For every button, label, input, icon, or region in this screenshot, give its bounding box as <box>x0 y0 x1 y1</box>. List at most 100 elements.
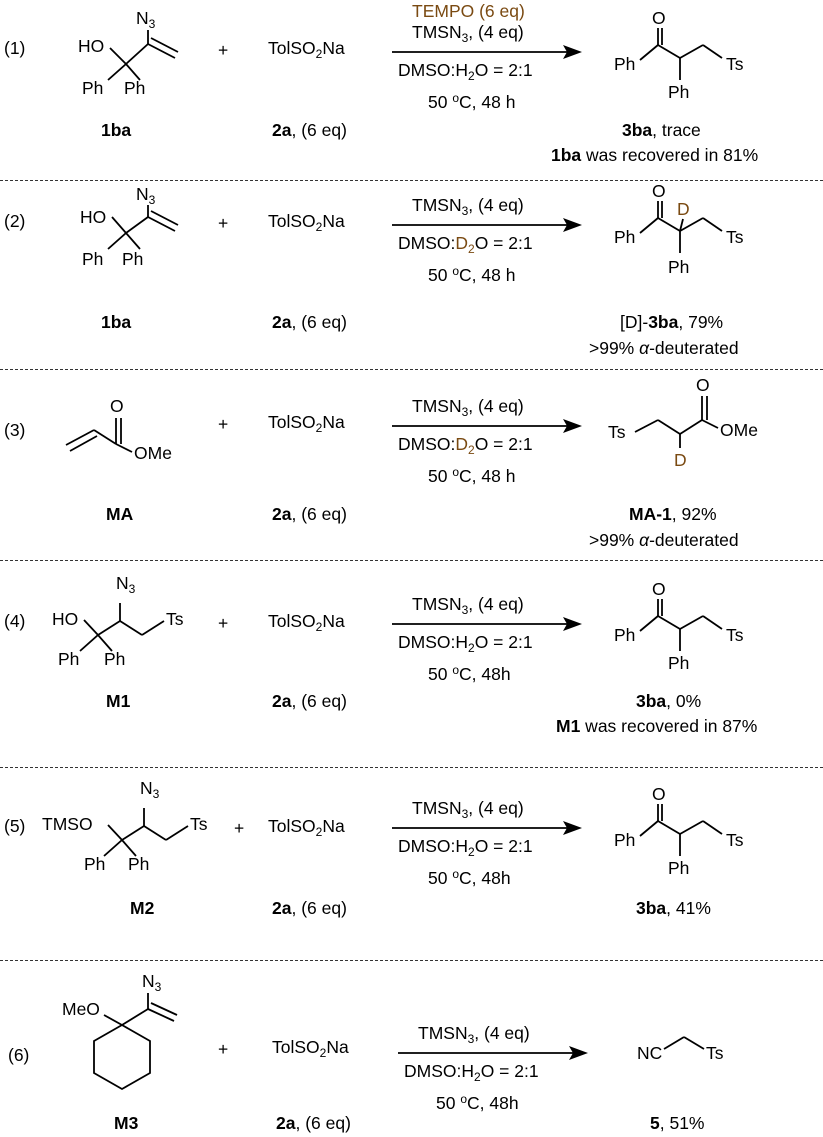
atom-Ph: Ph <box>58 649 80 669</box>
reagent-tmsn3: TMSN3, (4 eq) <box>412 396 524 419</box>
atom-Ph: Ph <box>128 854 150 874</box>
reagent-tmsn3: TMSN3, (4 eq) <box>412 798 524 821</box>
reaction-3: (3) O OMe MA + TolSO2Na 2a, (6 eq) TMSN3… <box>0 372 823 560</box>
reagent-label: 2a, (6 eq) <box>272 312 347 332</box>
reaction-number: (6) <box>8 1045 30 1065</box>
deuteration-note: >99% α-deuterated <box>589 530 739 550</box>
conditions: 50 oC, 48 h <box>428 264 516 285</box>
solvent: DMSO:H2O = 2:1 <box>398 836 533 859</box>
atom-D: D <box>677 199 690 219</box>
reagent-label: 2a, (6 eq) <box>272 691 347 711</box>
reagent-label: 2a, (6 eq) <box>272 120 347 140</box>
solvent: DMSO:H2O = 2:1 <box>398 60 533 83</box>
atom-O: O <box>652 579 666 599</box>
product-structure-3ba <box>639 599 723 651</box>
reactant-label: 1ba <box>101 312 132 332</box>
atom-Ph: Ph <box>668 82 690 102</box>
plus-sign: + <box>234 818 245 838</box>
atom-Ts: Ts <box>190 814 208 834</box>
atom-N3: N3 <box>136 8 156 31</box>
reagent-tmsn3: TMSN3, (4 eq) <box>418 1023 530 1046</box>
atom-NC: NC <box>637 1043 663 1063</box>
reaction-number: (3) <box>4 420 26 440</box>
atom-N3: N3 <box>142 971 162 994</box>
atom-Ts: Ts <box>608 422 626 442</box>
product-structure-5 <box>663 1036 705 1050</box>
atom-O: O <box>110 396 124 416</box>
reaction-5: (5) N3 TMSO Ts Ph Ph M2 + TolSO2Na 2a, (… <box>0 770 823 954</box>
reagent-label: 2a, (6 eq) <box>272 898 347 918</box>
product-result: 3ba, 41% <box>636 898 711 918</box>
atom-O: O <box>652 181 666 201</box>
reactant-structure-M1 <box>79 603 165 652</box>
product-result: [D]-3ba, 79% <box>620 312 724 332</box>
deuteration-note: >99% α-deuterated <box>589 338 739 358</box>
separator <box>0 960 823 961</box>
atom-O: O <box>696 375 710 395</box>
atom-HO: HO <box>78 36 105 56</box>
reagent-label: 2a, (6 eq) <box>272 504 347 524</box>
product-result: 3ba, trace <box>622 120 701 140</box>
reaction-4: (4) N3 HO Ts Ph Ph M1 + TolSO2Na 2a, (6 … <box>0 563 823 764</box>
solvent: DMSO:H2O = 2:1 <box>404 1061 539 1084</box>
separator <box>0 560 823 561</box>
atom-MeO: MeO <box>62 999 100 1019</box>
atom-Ph: Ph <box>614 830 636 850</box>
atom-Ts: Ts <box>726 227 744 247</box>
conditions: 50 oC, 48 h <box>428 91 516 112</box>
atom-Ts: Ts <box>706 1043 724 1063</box>
atom-Ph: Ph <box>122 249 144 269</box>
product-structure-d-3ba <box>639 201 723 253</box>
separator <box>0 369 823 370</box>
additive-tempo: TEMPO (6 eq) <box>412 1 525 21</box>
reaction-arrow <box>392 419 582 433</box>
reaction-number: (4) <box>4 611 26 631</box>
reagent-formula: TolSO2Na <box>268 412 345 435</box>
product-result: 5, 51% <box>650 1113 705 1133</box>
reactant-structure-MA <box>65 418 133 453</box>
plus-sign: + <box>218 613 229 633</box>
reaction-2: (2) N3 HO Ph Ph 1ba + TolSO2Na 2a, (6 eq… <box>0 181 823 363</box>
recovery-note: M1 was recovered in 87% <box>556 716 758 736</box>
atom-O: O <box>652 784 666 804</box>
atom-N3: N3 <box>140 778 160 801</box>
atom-Ph: Ph <box>668 858 690 878</box>
reagent-formula: TolSO2Na <box>268 38 345 61</box>
reagent-formula: TolSO2Na <box>272 1037 349 1060</box>
reagent-tmsn3: TMSN3, (4 eq) <box>412 594 524 617</box>
atom-Ph: Ph <box>614 625 636 645</box>
solvent-deuterated: DMSO:D2O = 2:1 <box>398 233 533 256</box>
atom-Ph: Ph <box>614 227 636 247</box>
reagent-tmsn3: TMSN3, (4 eq) <box>412 22 524 45</box>
atom-Ts: Ts <box>726 625 744 645</box>
reaction-arrow <box>392 821 582 835</box>
conditions: 50 oC, 48h <box>428 663 511 684</box>
reagent-formula: TolSO2Na <box>268 211 345 234</box>
atom-HO: HO <box>52 609 79 629</box>
reaction-1: (1) N3 HO Ph Ph 1ba + TolSO2Na 2a, (6 eq… <box>0 0 823 176</box>
reagent-formula: TolSO2Na <box>268 816 345 839</box>
atom-Ph: Ph <box>668 653 690 673</box>
reaction-arrow <box>398 1046 588 1060</box>
separator <box>0 767 823 768</box>
product-structure-MA-1 <box>634 396 719 448</box>
atom-Ts: Ts <box>166 609 184 629</box>
conditions: 50 oC, 48 h <box>428 465 516 486</box>
plus-sign: + <box>218 1039 229 1059</box>
reactant-structure-1ba <box>107 30 179 81</box>
reaction-number: (1) <box>4 38 26 58</box>
separator <box>0 180 823 181</box>
reaction-arrow <box>392 218 582 232</box>
reactant-label: MA <box>106 504 134 524</box>
solvent: DMSO:H2O = 2:1 <box>398 632 533 655</box>
plus-sign: + <box>218 40 229 60</box>
atom-Ph: Ph <box>82 78 104 98</box>
atom-Ph: Ph <box>614 54 636 74</box>
atom-Ph: Ph <box>124 78 146 98</box>
atom-Ph: Ph <box>84 854 106 874</box>
atom-Ts: Ts <box>726 830 744 850</box>
recovery-note: 1ba was recovered in 81% <box>551 145 759 165</box>
reaction-arrow <box>392 617 582 631</box>
atom-Ph: Ph <box>668 257 690 277</box>
reactant-structure-M3 <box>93 993 178 1091</box>
